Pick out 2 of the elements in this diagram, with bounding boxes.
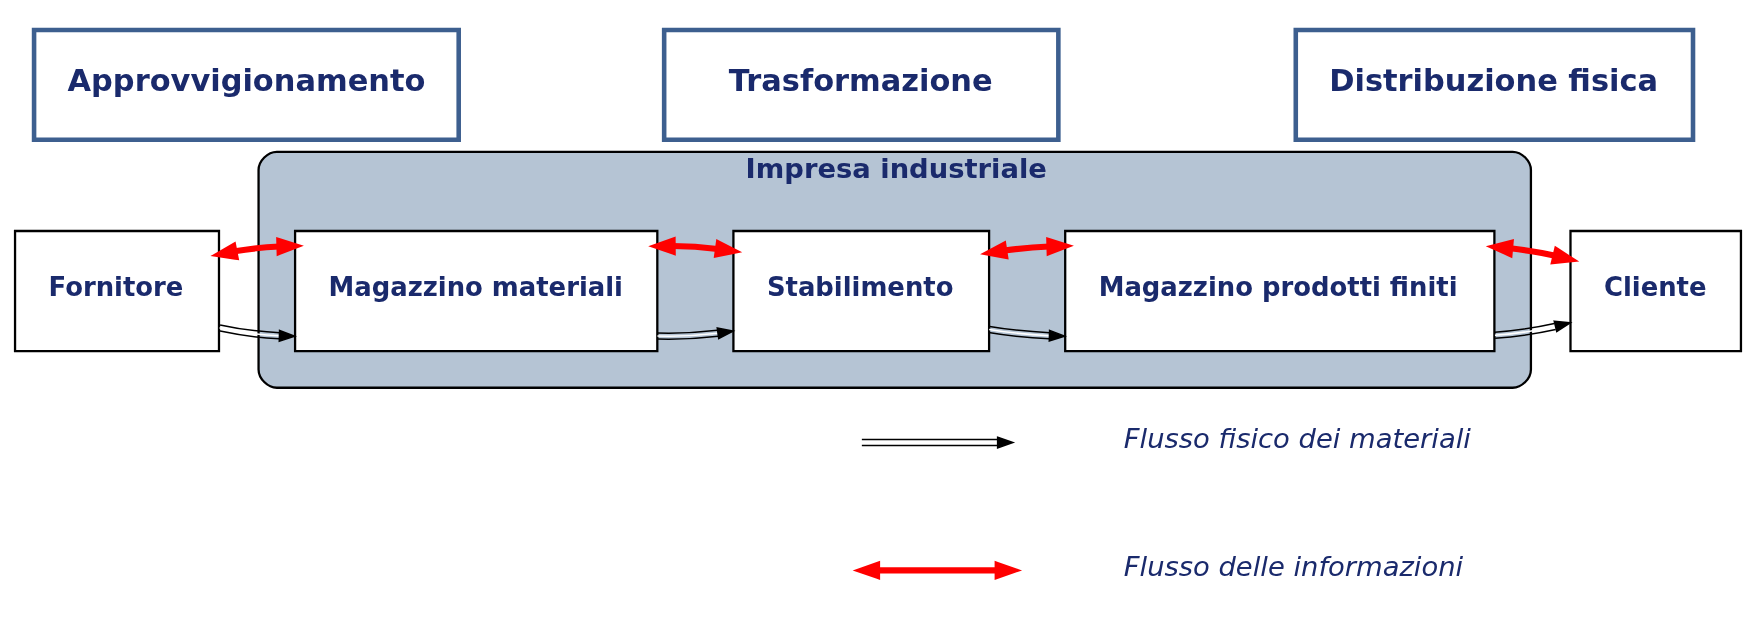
legend-label: Flusso delle informazioni [1123, 550, 1464, 582]
legend-label: Flusso fisico dei materiali [1123, 422, 1471, 454]
